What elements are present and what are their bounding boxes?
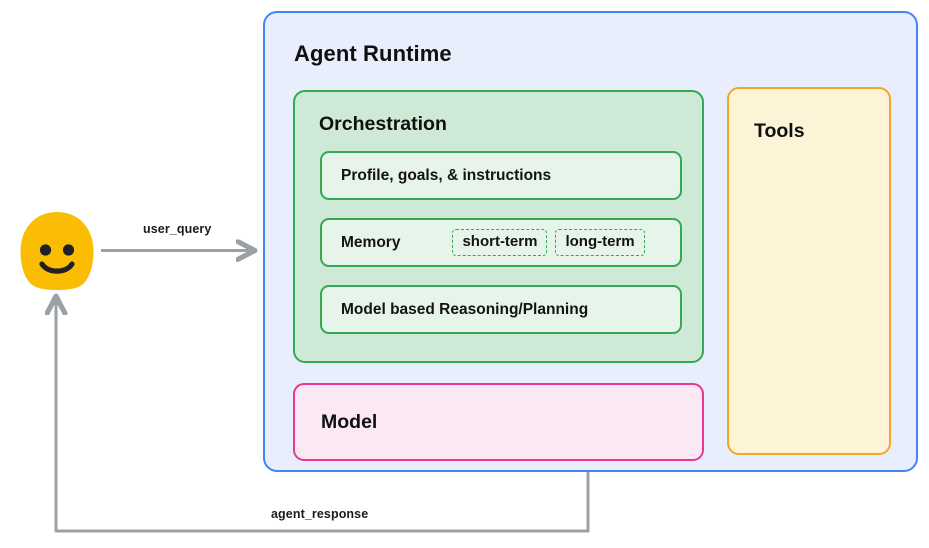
user-query-label: user_query [143,222,212,236]
orchestration-row-memory: Memory short-term long-term [320,218,682,267]
orchestration-container: Orchestration Profile, goals, & instruct… [293,90,704,363]
agent-runtime-title: Agent Runtime [294,41,452,66]
tools-title: Tools [754,120,805,142]
model-container: Model [293,383,704,461]
orchestration-row-model-based-reasoning-planning: Model based Reasoning/Planning [320,285,682,334]
agent-response-label: agent_response [271,507,369,521]
tools-container: Tools [727,87,891,455]
memory-chip-group: short-term long-term [452,229,645,256]
agent-runtime-container: Agent Runtime Orchestration Profile, goa… [263,11,918,472]
user-avatar-icon [20,212,94,290]
orchestration-row-profile-goals-instructions: Profile, goals, & instructions [320,151,682,200]
memory-chip-short-term: short-term [452,229,548,256]
memory-chip-long-term: long-term [555,229,645,256]
orchestration-title: Orchestration [319,113,447,135]
profile-goals-instructions-label: Profile, goals, & instructions [341,166,552,184]
model-title: Model [321,410,378,433]
memory-label: Memory [341,233,401,251]
model-based-reasoning-planning-label: Model based Reasoning/Planning [341,300,589,318]
